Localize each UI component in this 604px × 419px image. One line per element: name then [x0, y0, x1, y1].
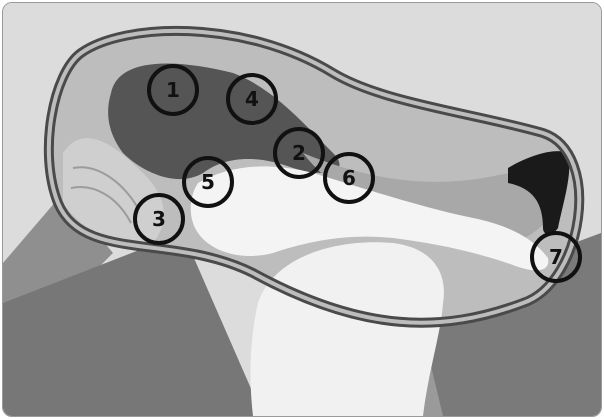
- marker-1-label: 1: [166, 78, 180, 102]
- marker-4-label: 4: [245, 87, 259, 111]
- marker-2-label: 2: [292, 141, 306, 165]
- anatomical-diagram: 1 2 3 4 5 6 7: [3, 3, 601, 416]
- marker-6-label: 6: [342, 166, 356, 190]
- marker-7-label: 7: [549, 245, 563, 269]
- marker-5-label: 5: [201, 170, 215, 194]
- marker-3-label: 3: [152, 207, 166, 231]
